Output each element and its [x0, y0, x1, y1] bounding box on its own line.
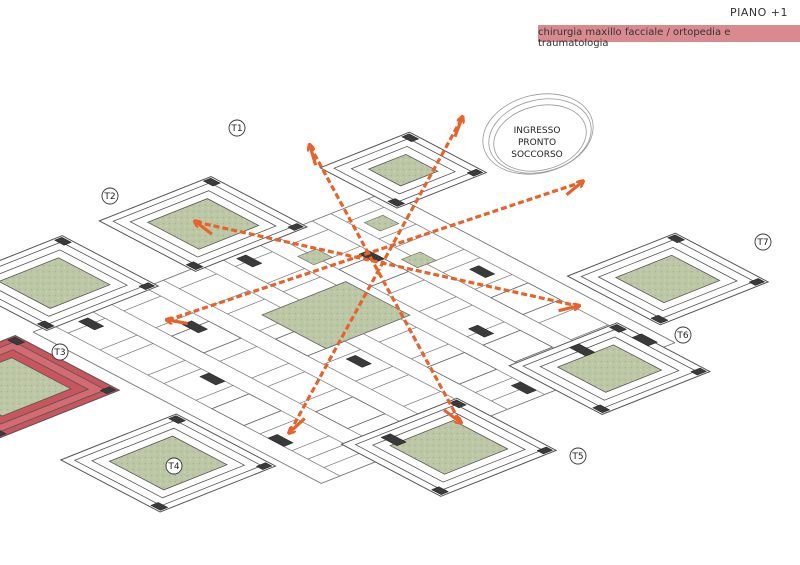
tower-courtyard — [614, 254, 721, 304]
tower-label-t2: T2 — [101, 187, 119, 205]
stair-core — [536, 446, 554, 455]
core-block — [199, 372, 226, 386]
core-block — [468, 265, 496, 278]
room-block — [426, 352, 497, 385]
tower-label-circle — [569, 447, 587, 465]
tower-courtyard — [0, 357, 72, 417]
core-block — [77, 317, 105, 331]
tower-label-circle — [165, 457, 183, 475]
path-arrow — [196, 222, 213, 236]
small-courtyard — [400, 251, 437, 269]
core-block — [181, 320, 209, 334]
core-block — [345, 355, 372, 368]
path-segment — [308, 145, 462, 423]
vertical-cores — [0, 133, 766, 511]
stair-core — [53, 237, 73, 246]
tower-label-text: T2 — [103, 192, 115, 202]
core-block — [380, 433, 407, 447]
stair-core — [138, 282, 156, 290]
room-block — [482, 329, 553, 363]
entrance-marker — [482, 93, 594, 175]
floor-label: PIANO +1 — [729, 6, 788, 19]
core-block — [467, 324, 495, 338]
stair-core — [0, 430, 7, 437]
stair-core — [99, 386, 117, 394]
tower-courtyard — [389, 419, 509, 475]
tower-label-text: T3 — [53, 348, 65, 358]
path-arrow — [565, 182, 582, 197]
stair-core — [748, 278, 766, 286]
core-block — [631, 333, 658, 347]
tower-label-circle — [754, 233, 772, 251]
stair-core — [448, 399, 467, 409]
tower-courtyard — [146, 198, 260, 250]
stair-core — [430, 486, 450, 495]
stair-core — [650, 314, 669, 324]
stair-core — [7, 336, 26, 346]
stair-core — [690, 367, 708, 376]
stair-core — [592, 404, 611, 414]
stair-core — [387, 198, 406, 207]
stair-core — [150, 502, 169, 511]
room-block — [490, 282, 561, 315]
entrance-line-2: PRONTO — [518, 138, 556, 148]
courtyards — [0, 153, 721, 491]
stair-core — [608, 324, 628, 333]
stair-core — [202, 177, 221, 187]
entrance-line-3: SOCCORSO — [511, 150, 563, 160]
path-arrow — [453, 118, 462, 138]
tower-courtyard — [367, 153, 439, 187]
path-arrow — [290, 417, 306, 432]
tower-label-t6: T6 — [674, 326, 692, 344]
path-arrow — [443, 408, 460, 422]
department-label: chirurgia maxillo facciale / ortopedia e… — [538, 27, 731, 49]
path-arrow — [558, 306, 578, 313]
tower-label-circle — [51, 343, 69, 361]
stair-core — [287, 223, 305, 231]
tower-courtyard — [0, 257, 111, 309]
tower-label-t7: T7 — [754, 233, 772, 251]
stair-core — [185, 261, 204, 270]
path-segment — [167, 180, 583, 322]
tower-label-t5: T5 — [569, 447, 587, 465]
tower-label-text: T6 — [676, 331, 688, 341]
tower-label-t1: T1 — [228, 119, 246, 137]
stair-core — [401, 133, 420, 143]
tower-label-text: T5 — [571, 452, 583, 462]
path-arrow — [168, 320, 188, 326]
stair-core — [36, 320, 55, 330]
entrance-line-1: INGRESSO — [514, 126, 561, 136]
central-courtyard — [261, 281, 411, 349]
tower-label-text: T4 — [167, 462, 179, 472]
small-courtyard — [363, 214, 400, 232]
path-segment — [288, 117, 464, 433]
department-band: chirurgia maxillo facciale / ortopedia e… — [538, 25, 800, 49]
core-block — [569, 343, 596, 357]
core-block — [236, 254, 263, 268]
core-block — [267, 434, 294, 447]
tower-label-circle — [101, 187, 119, 205]
tower-label-t4: T4 — [165, 457, 183, 475]
stair-core — [666, 234, 686, 244]
path-arrow — [310, 146, 318, 166]
room-block — [211, 393, 282, 426]
room-block — [315, 396, 386, 429]
core-block — [510, 381, 538, 395]
tower-label-circle — [228, 119, 246, 137]
tower-label-t3: T3 — [51, 343, 69, 361]
tower-label-circle — [674, 326, 692, 344]
tower-label-text: T7 — [756, 238, 768, 248]
small-courtyard — [297, 248, 334, 266]
circulation-paths — [168, 118, 582, 432]
tower-label-text: T1 — [230, 124, 242, 134]
stair-core — [255, 462, 273, 470]
path-segment — [195, 220, 579, 308]
stair-core — [168, 415, 187, 424]
stair-core — [466, 168, 484, 177]
